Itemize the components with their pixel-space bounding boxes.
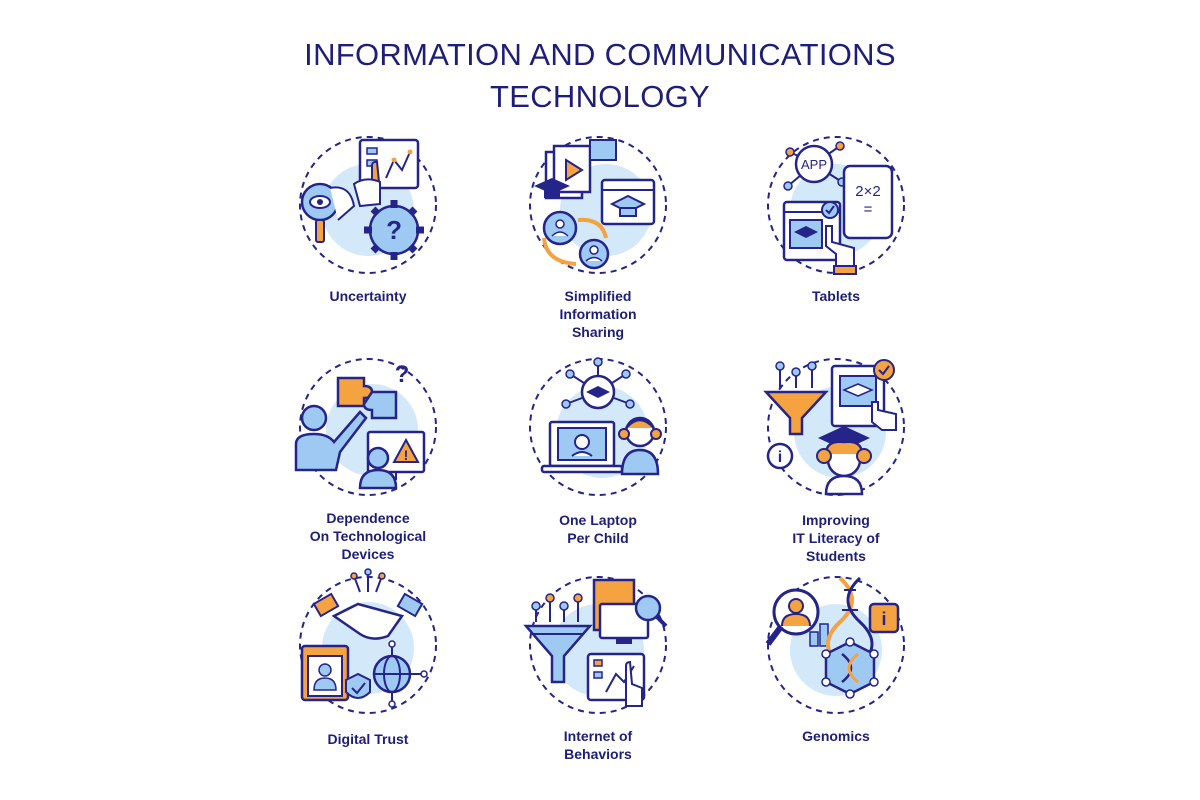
tablet-app-icon: APP 2×2 = (767, 136, 905, 275)
label-uncertainty: Uncertainty (248, 287, 488, 305)
funnel-monitor-icon (523, 576, 668, 714)
shared-media-icon (529, 136, 667, 274)
icon-cell-simplified-information-sharing (498, 130, 698, 330)
icon-cell-genomics: i (736, 570, 936, 770)
icon-cell-it-literacy: i (736, 352, 936, 552)
question-mark-glyph-2: ? (395, 361, 410, 388)
label-iob-line-2: Behaviors (564, 746, 632, 762)
label-simplified-line-2: Information (559, 306, 637, 322)
label-it-literacy-line-1: Improving (802, 512, 870, 528)
info-glyph-2: i (881, 609, 886, 629)
page-title: INFORMATION AND COMMUNICATIONS TECHNOLOG… (0, 34, 1200, 118)
label-internet-of-behaviors: Internet of Behaviors (478, 727, 718, 763)
label-one-laptop-line-2: Per Child (567, 530, 629, 546)
magnifier-gear-question-icon: ? (299, 136, 437, 274)
icon-cell-uncertainty: ? (268, 130, 468, 330)
math-glyph-top: 2×2 (855, 183, 880, 200)
label-dependence: Dependence On Technological Devices (248, 509, 488, 563)
icon-cell-tablets: APP 2×2 = (736, 130, 936, 330)
handshake-shield-icon (299, 568, 437, 714)
icon-cell-internet-of-behaviors (498, 570, 698, 770)
title-line-2: TECHNOLOGY (489, 79, 711, 114)
label-dependence-line-3: Devices (341, 546, 395, 562)
icon-cell-digital-trust (268, 568, 468, 770)
label-digital-trust-line-1: Digital Trust (327, 731, 409, 747)
label-one-laptop: One Laptop Per Child (478, 511, 718, 547)
label-dependence-line-2: On Technological (309, 528, 427, 544)
label-genomics-line-1: Genomics (802, 728, 870, 744)
label-tablets-line-1: Tablets (812, 288, 860, 304)
label-it-literacy: Improving IT Literacy of Students (716, 511, 956, 565)
label-iob-line-1: Internet of (563, 728, 633, 744)
label-simplified-line-3: Sharing (571, 324, 625, 340)
laptop-child-icon (529, 357, 667, 496)
warning-glyph: ! (404, 447, 409, 463)
funnel-student-icon: i (763, 358, 905, 496)
app-glyph: APP (801, 157, 827, 172)
label-simplified-line-1: Simplified (564, 288, 632, 304)
label-it-literacy-line-2: IT Literacy of (792, 530, 880, 546)
label-uncertainty-line-1: Uncertainty (329, 288, 407, 304)
dna-info-icon: i (765, 576, 905, 714)
icon-cell-one-laptop (498, 352, 698, 552)
label-tablets: Tablets (716, 287, 956, 305)
puzzle-device-warning-icon: ? ! (294, 358, 437, 496)
title-line-1: INFORMATION AND COMMUNICATIONS (304, 37, 896, 72)
math-glyph-bottom: = (864, 201, 873, 218)
info-glyph: i (778, 449, 782, 466)
question-mark-glyph: ? (386, 215, 402, 245)
label-digital-trust: Digital Trust (248, 730, 488, 748)
label-it-literacy-line-3: Students (806, 548, 866, 564)
label-simplified-information-sharing: Simplified Information Sharing (478, 287, 718, 341)
icon-cell-dependence: ? ! (268, 352, 468, 552)
label-genomics: Genomics (716, 727, 956, 745)
label-one-laptop-line-1: One Laptop (559, 512, 637, 528)
label-dependence-line-1: Dependence (326, 510, 410, 526)
